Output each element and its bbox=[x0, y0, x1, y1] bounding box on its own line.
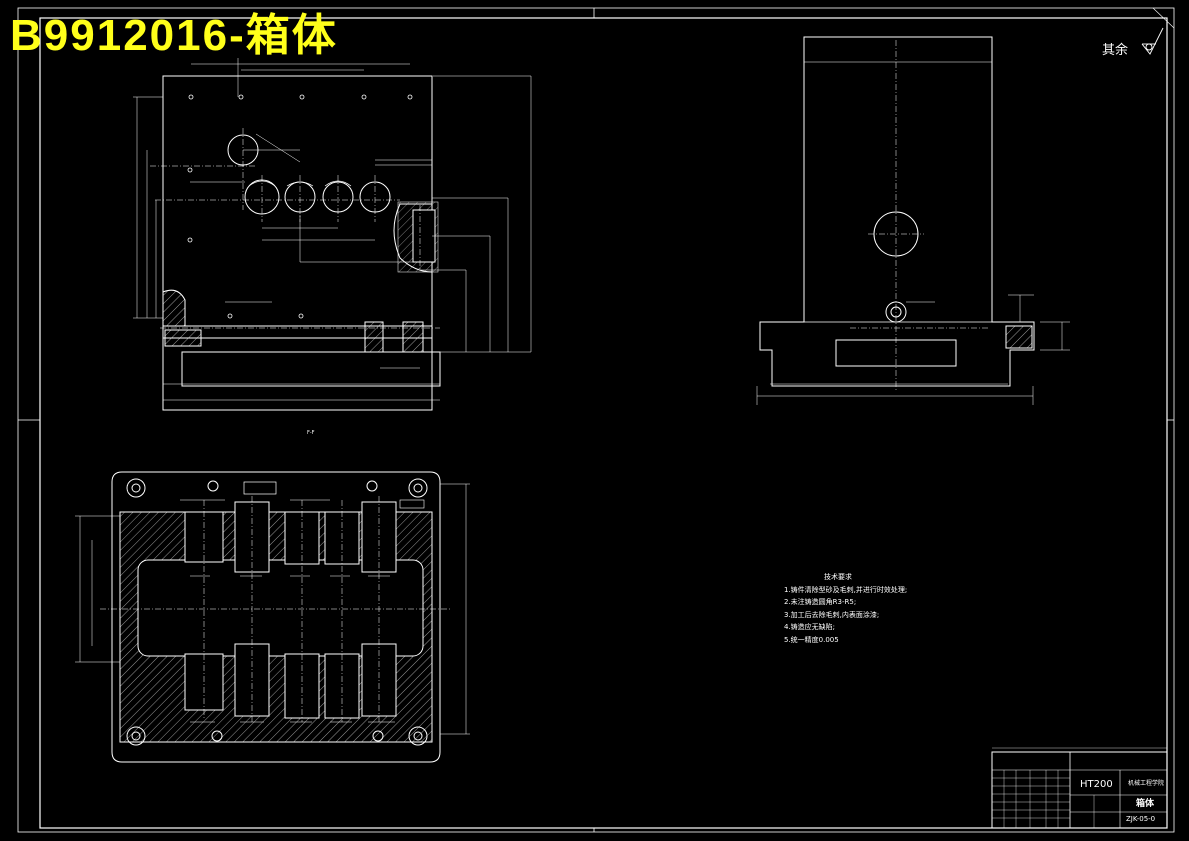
technical-requirements: 技术要求 1.铸件清除型砂及毛刺,并进行时效处理; 2.未注铸造圆角R3-R5;… bbox=[784, 571, 907, 646]
note-item: 1.铸件清除型砂及毛刺,并进行时效处理; bbox=[784, 585, 908, 594]
drawing-number: ZJK-05-0 bbox=[1126, 815, 1156, 823]
roughness-label: 其余 bbox=[1102, 42, 1129, 57]
part-name-label: 箱体 bbox=[1136, 799, 1155, 809]
front-view bbox=[133, 58, 532, 411]
side-view bbox=[756, 36, 1070, 405]
note-item: 3.加工后去除毛刺,内表面涂漆; bbox=[784, 610, 880, 619]
section-view bbox=[75, 471, 470, 763]
notes-heading: 技术要求 bbox=[824, 573, 852, 581]
note-item: 4.铸造应无缺陷; bbox=[784, 623, 836, 631]
section-label: F-F bbox=[307, 430, 315, 436]
material-label: HT200 bbox=[1080, 779, 1113, 790]
title-block bbox=[991, 747, 1168, 829]
roughness-symbol bbox=[1141, 27, 1164, 55]
drawing-title: B9912016-箱体 bbox=[10, 11, 338, 60]
school-label: 机械工程学院 bbox=[1128, 780, 1165, 787]
note-item: 5.统一精度0.005 bbox=[784, 635, 839, 644]
sheet-border bbox=[17, 7, 1175, 833]
note-item: 2.未注铸造圆角R3-R5; bbox=[784, 598, 857, 606]
